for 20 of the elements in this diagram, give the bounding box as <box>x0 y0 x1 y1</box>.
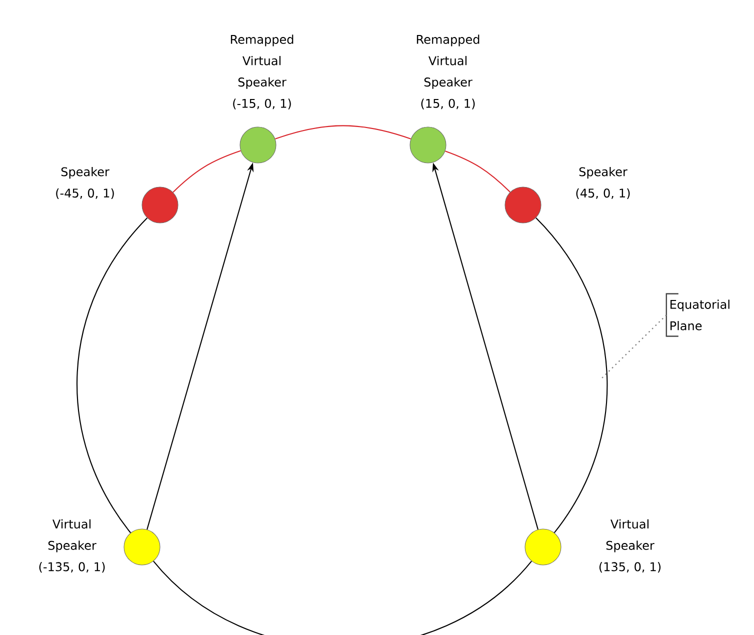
speaker-circle <box>504 186 542 224</box>
circle-arc <box>172 150 241 193</box>
circle-arc <box>536 218 608 534</box>
speaker-label: Speaker (45, 0, 1) <box>576 166 630 200</box>
circle-arc <box>275 125 411 140</box>
speaker-circle <box>124 528 160 566</box>
speaker-label: Remapped Virtual Speaker (-15, 0, 1) <box>230 34 294 110</box>
speaker-label: Speaker (-45, 0, 1) <box>56 166 114 200</box>
speaker-circle <box>142 186 178 224</box>
circle-arc <box>76 218 148 534</box>
speaker-circle <box>410 126 446 164</box>
speaker-circle <box>524 528 562 566</box>
bracket-annotation: Equatorial Plane <box>666 293 730 337</box>
circle-arc <box>153 560 532 635</box>
speaker-label: Remapped Virtual Speaker (15, 0, 1) <box>416 34 480 110</box>
leader-line <box>602 314 667 378</box>
speaker-label: Virtual Speaker (135, 0, 1) <box>599 519 661 573</box>
speaker-circle <box>240 126 276 164</box>
speaker-label: Virtual Speaker (-135, 0, 1) <box>39 519 105 573</box>
circle-arc <box>445 150 510 192</box>
